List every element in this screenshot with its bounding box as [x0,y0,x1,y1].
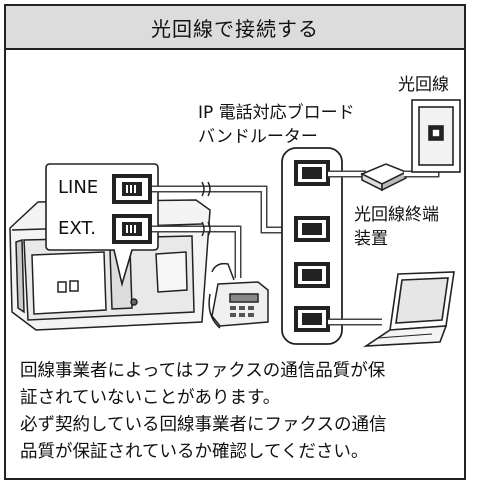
router-label-line1: IP 電話対応ブロード [198,103,355,123]
onu-label-line2: 装置 [354,229,388,249]
box-title: 光回線で接続する [151,16,319,41]
ext-port-icon [112,214,152,244]
telephone-illustration [208,262,269,329]
title-bar: 光回線で接続する [6,6,464,50]
fiber-line-label: 光回線 [398,75,449,95]
cable-break-mark [201,181,211,237]
caution-note: 回線事業者によってはファクスの通信品質が保 証されていないことがあります。 必ず… [20,358,460,466]
connection-diagram [9,99,461,347]
line-port-label: LINE [58,177,99,198]
info-box: 光回線で接続する [4,4,466,480]
router-port-icon [294,306,330,332]
note-line: 必ず契約している回線事業者にファクスの通信 [20,415,387,435]
onu-label-line1: 光回線終端 [354,205,439,225]
printer-port-callout [45,163,159,288]
laptop-illustration [363,271,455,347]
router-illustration [281,147,343,345]
note-line: 証されていないことがあります。 [20,388,281,408]
onu-device-illustration [360,163,408,192]
router-port-icon [294,262,330,288]
router-port-icon [294,216,330,242]
line-port-icon [112,174,152,204]
router-label-line2: バンドルーター [198,127,318,147]
fiber-wall-outlet-illustration [411,99,461,173]
note-line: 品質が保証されているか確認してください。 [20,442,369,462]
note-line: 回線事業者によってはファクスの通信品質が保 [20,361,386,381]
ext-port-label: EXT. [58,218,96,239]
router-port-icon [294,160,330,186]
